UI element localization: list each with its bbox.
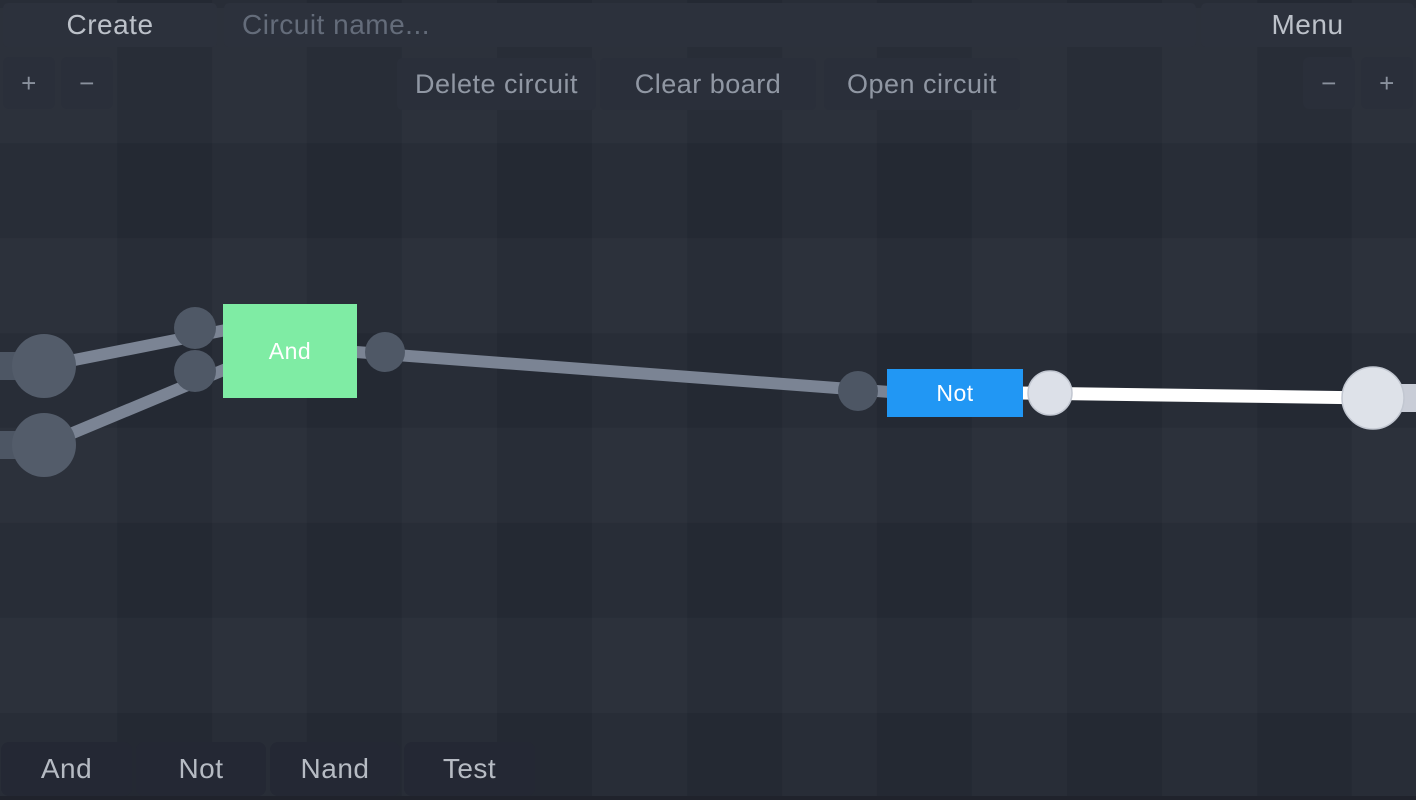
output-node[interactable] (1341, 366, 1405, 430)
not-gate-label: Not (936, 380, 973, 406)
and-gate-label: And (269, 338, 311, 364)
menu-button[interactable]: Menu (1201, 3, 1414, 47)
wire-not-to-output[interactable] (1020, 386, 1374, 405)
delete-circuit-button[interactable]: Delete circuit (397, 58, 596, 110)
not-gate[interactable] (887, 369, 1023, 417)
circuit-name-input[interactable] (224, 3, 1196, 47)
zoom-out-button-right[interactable]: − (1303, 57, 1355, 109)
not-output-pin[interactable] (1027, 370, 1073, 416)
palette-item-and[interactable]: And (1, 742, 132, 796)
zoom-in-button-left[interactable]: + (3, 57, 55, 109)
bottom-edge-strip (0, 796, 1416, 800)
and-output-pin[interactable] (365, 332, 405, 372)
and-input-pin-2[interactable] (174, 350, 216, 392)
not-input-pin[interactable] (838, 371, 878, 411)
clear-board-button[interactable]: Clear board (600, 58, 816, 110)
input-node-2[interactable] (12, 413, 76, 477)
palette-item-not[interactable]: Not (136, 742, 266, 796)
input-node-1[interactable] (12, 334, 76, 398)
palette-item-test[interactable]: Test (404, 742, 535, 796)
palette-item-nand[interactable]: Nand (270, 742, 400, 796)
and-gate[interactable] (223, 304, 357, 398)
and-input-pin-1[interactable] (174, 307, 216, 349)
wire-and-to-not[interactable] (355, 346, 891, 398)
zoom-in-button-right[interactable]: + (1361, 57, 1413, 109)
create-button[interactable]: Create (3, 3, 217, 47)
zoom-out-button-left[interactable]: − (61, 57, 113, 109)
open-circuit-button[interactable]: Open circuit (824, 58, 1020, 110)
